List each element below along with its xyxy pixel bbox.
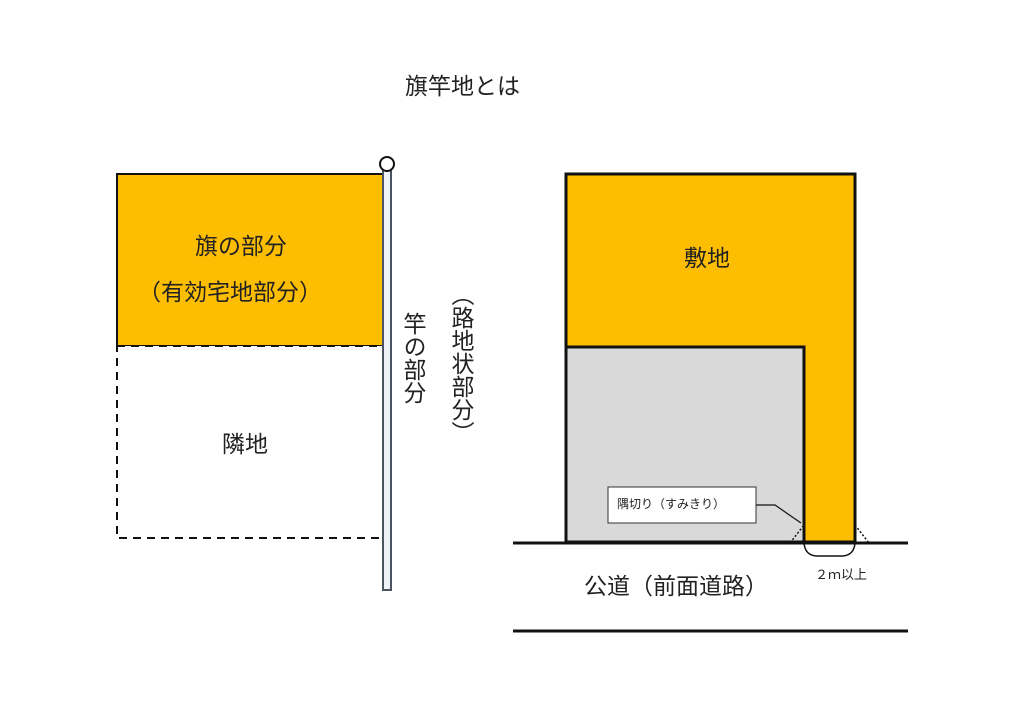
page-title: 旗竿地とは [405,74,520,100]
pole-finial [379,156,395,172]
flag-part-label: 旗の部分 [195,234,287,260]
corner-cut-right [854,524,870,544]
pole-part-label: 竿の部分 [399,312,425,404]
callout-line [756,504,802,524]
min-width-label: ２ｍ以上 [815,568,868,583]
corner-cut-label: 隅切り（すみきり） [617,497,726,511]
neighbor-label: 隣地 [222,432,268,458]
flag-part-note: （有効宅地部分） [138,280,322,306]
flag-part-rect [116,173,384,347]
site-label: 敷地 [684,246,730,272]
width-bracket [803,542,856,557]
road-label: 公道（前面道路） [584,574,768,600]
callout-box [607,486,757,524]
pole [382,165,392,591]
pole-part-note: （路地状部分） [447,283,473,444]
neighbor-rect [116,345,384,539]
